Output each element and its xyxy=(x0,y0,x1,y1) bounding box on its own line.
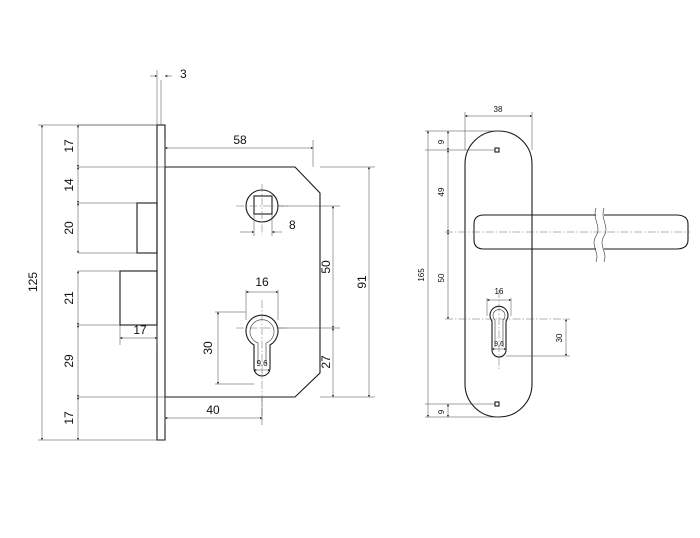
screw-hole-bottom xyxy=(494,401,500,407)
dim-handle-cylinder-width: 16 xyxy=(495,287,504,296)
face-plate xyxy=(156,124,166,441)
spindle-square xyxy=(253,195,273,215)
dim-plate-width: 38 xyxy=(494,105,503,114)
latch-bolt xyxy=(136,202,158,254)
dim-spindle-square: 8 xyxy=(289,218,296,232)
dim-backset: 40 xyxy=(206,403,220,417)
dim-top-to-bolt: 17 xyxy=(62,139,76,153)
dim-bottom-margin: 9 xyxy=(437,409,446,414)
dim-spindle-to-cylinder: 50 xyxy=(319,260,333,274)
dim-cylinder-to-bottom: 27 xyxy=(319,355,333,369)
dim-cylinder-pin: 9,6 xyxy=(256,359,268,368)
dim-total-height: 125 xyxy=(26,272,40,292)
dim-deadbolt-projection: 17 xyxy=(133,323,147,337)
dim-handle-cylinder-height: 30 xyxy=(555,333,564,342)
cylinder-hole xyxy=(245,314,279,377)
handle-break xyxy=(593,207,607,263)
dim-handle-to-cylinder: 50 xyxy=(437,273,446,282)
dim-plate-thickness: 3 xyxy=(180,67,187,81)
dim-screw-to-handle: 49 xyxy=(437,187,446,196)
dim-total-height: 165 xyxy=(417,268,426,282)
dim-body-height: 91 xyxy=(355,275,369,289)
dim-latch-to-deadbolt: 21 xyxy=(62,291,76,305)
dim-cylinder-width: 16 xyxy=(255,275,269,289)
deadbolt xyxy=(119,270,158,326)
dim-body-depth: 58 xyxy=(233,133,247,147)
dim-bottom: 17 xyxy=(62,411,76,425)
lock-body-view: 17 14 20 21 29 17 125 3 58 8 17 16 30 xyxy=(26,67,375,441)
dim-handle-cylinder-pin: 9,6 xyxy=(494,341,504,348)
screw-hole-top xyxy=(494,147,500,153)
dim-top-margin: 9 xyxy=(437,139,446,144)
lock-body-outline xyxy=(165,166,321,398)
handle-view: 38 9 49 50 9 165 16 30 9,6 xyxy=(417,105,690,418)
dim-bolt-to-latch: 14 xyxy=(62,178,76,192)
escutcheon-plate xyxy=(464,130,533,418)
dim-cylinder-height: 30 xyxy=(201,341,215,355)
dim-deadbolt-to-cylinder: 29 xyxy=(62,354,76,368)
dim-latch-height: 20 xyxy=(62,221,76,235)
handle-cylinder-hole xyxy=(489,305,509,358)
